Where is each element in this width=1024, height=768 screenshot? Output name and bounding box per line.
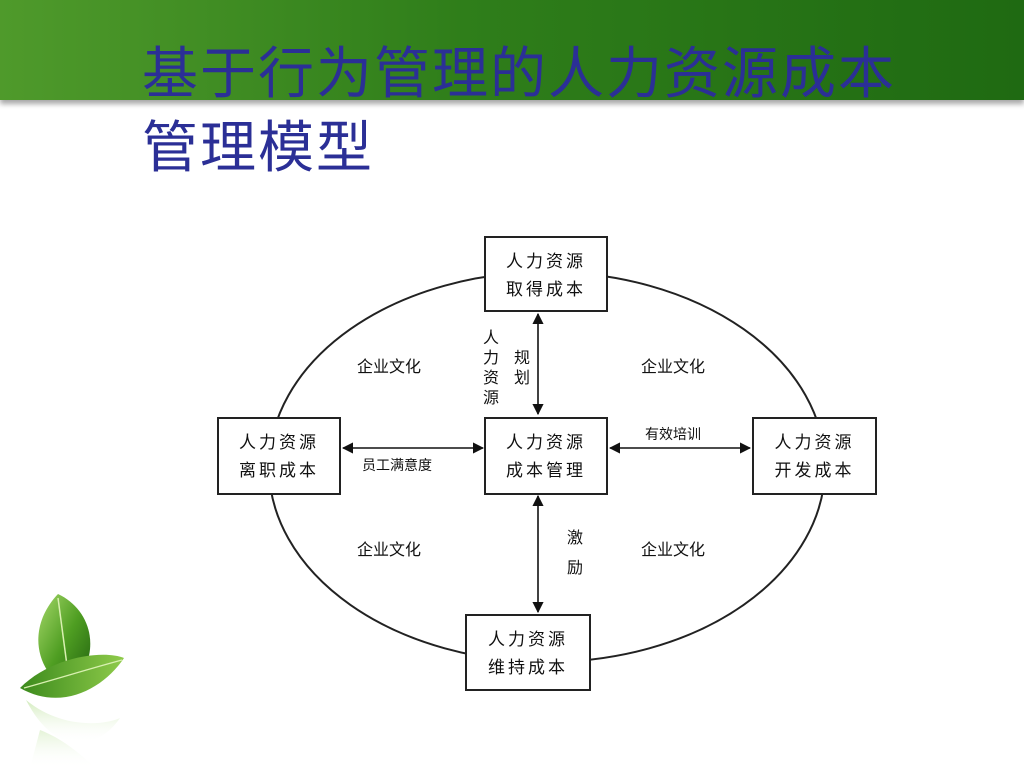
node-management-line2: 成本管理 xyxy=(506,461,586,481)
slide-title-line1: 基于行为管理的人力资源成本 xyxy=(142,42,896,107)
culture-label-top-right: 企业文化 xyxy=(641,357,706,376)
node-development-line2: 开发成本 xyxy=(774,461,855,481)
node-development-line1: 人力资源 xyxy=(774,433,855,453)
node-maintenance-line2: 维持成本 xyxy=(488,658,568,678)
slide-title: 基于行为管理的人力资源成本 管理模型 xyxy=(142,38,1002,186)
edge-label-training: 有效培训 xyxy=(645,427,701,443)
node-turnover-line1: 人力资源 xyxy=(239,433,319,453)
edge-label-hr: 人力资源 xyxy=(482,328,499,407)
node-turnover-line2: 离职成本 xyxy=(239,461,319,481)
slide-title-line2: 管理模型 xyxy=(142,116,374,181)
node-cost-management: 人力资源 成本管理 xyxy=(484,417,608,495)
edge-label-planning: 规划 xyxy=(513,348,530,387)
edge-label-satisfaction: 员工满意度 xyxy=(362,458,432,474)
culture-label-bottom-left: 企业文化 xyxy=(357,540,422,559)
node-development-cost: 人力资源 开发成本 xyxy=(752,417,877,495)
node-acquisition-line2: 取得成本 xyxy=(506,280,586,300)
node-turnover-cost: 人力资源 离职成本 xyxy=(217,417,341,495)
node-acquisition-cost: 人力资源 取得成本 xyxy=(484,236,608,312)
edge-label-incentive: 激励 xyxy=(566,528,583,577)
node-maintenance-line1: 人力资源 xyxy=(488,630,568,650)
header-bar xyxy=(0,0,1024,100)
culture-label-top-left: 企业文化 xyxy=(357,357,422,376)
node-maintenance-cost: 人力资源 维持成本 xyxy=(465,614,591,691)
node-management-line1: 人力资源 xyxy=(506,433,586,453)
node-acquisition-line1: 人力资源 xyxy=(506,252,586,272)
culture-label-bottom-right: 企业文化 xyxy=(641,540,706,559)
leaf-decoration xyxy=(20,594,124,768)
